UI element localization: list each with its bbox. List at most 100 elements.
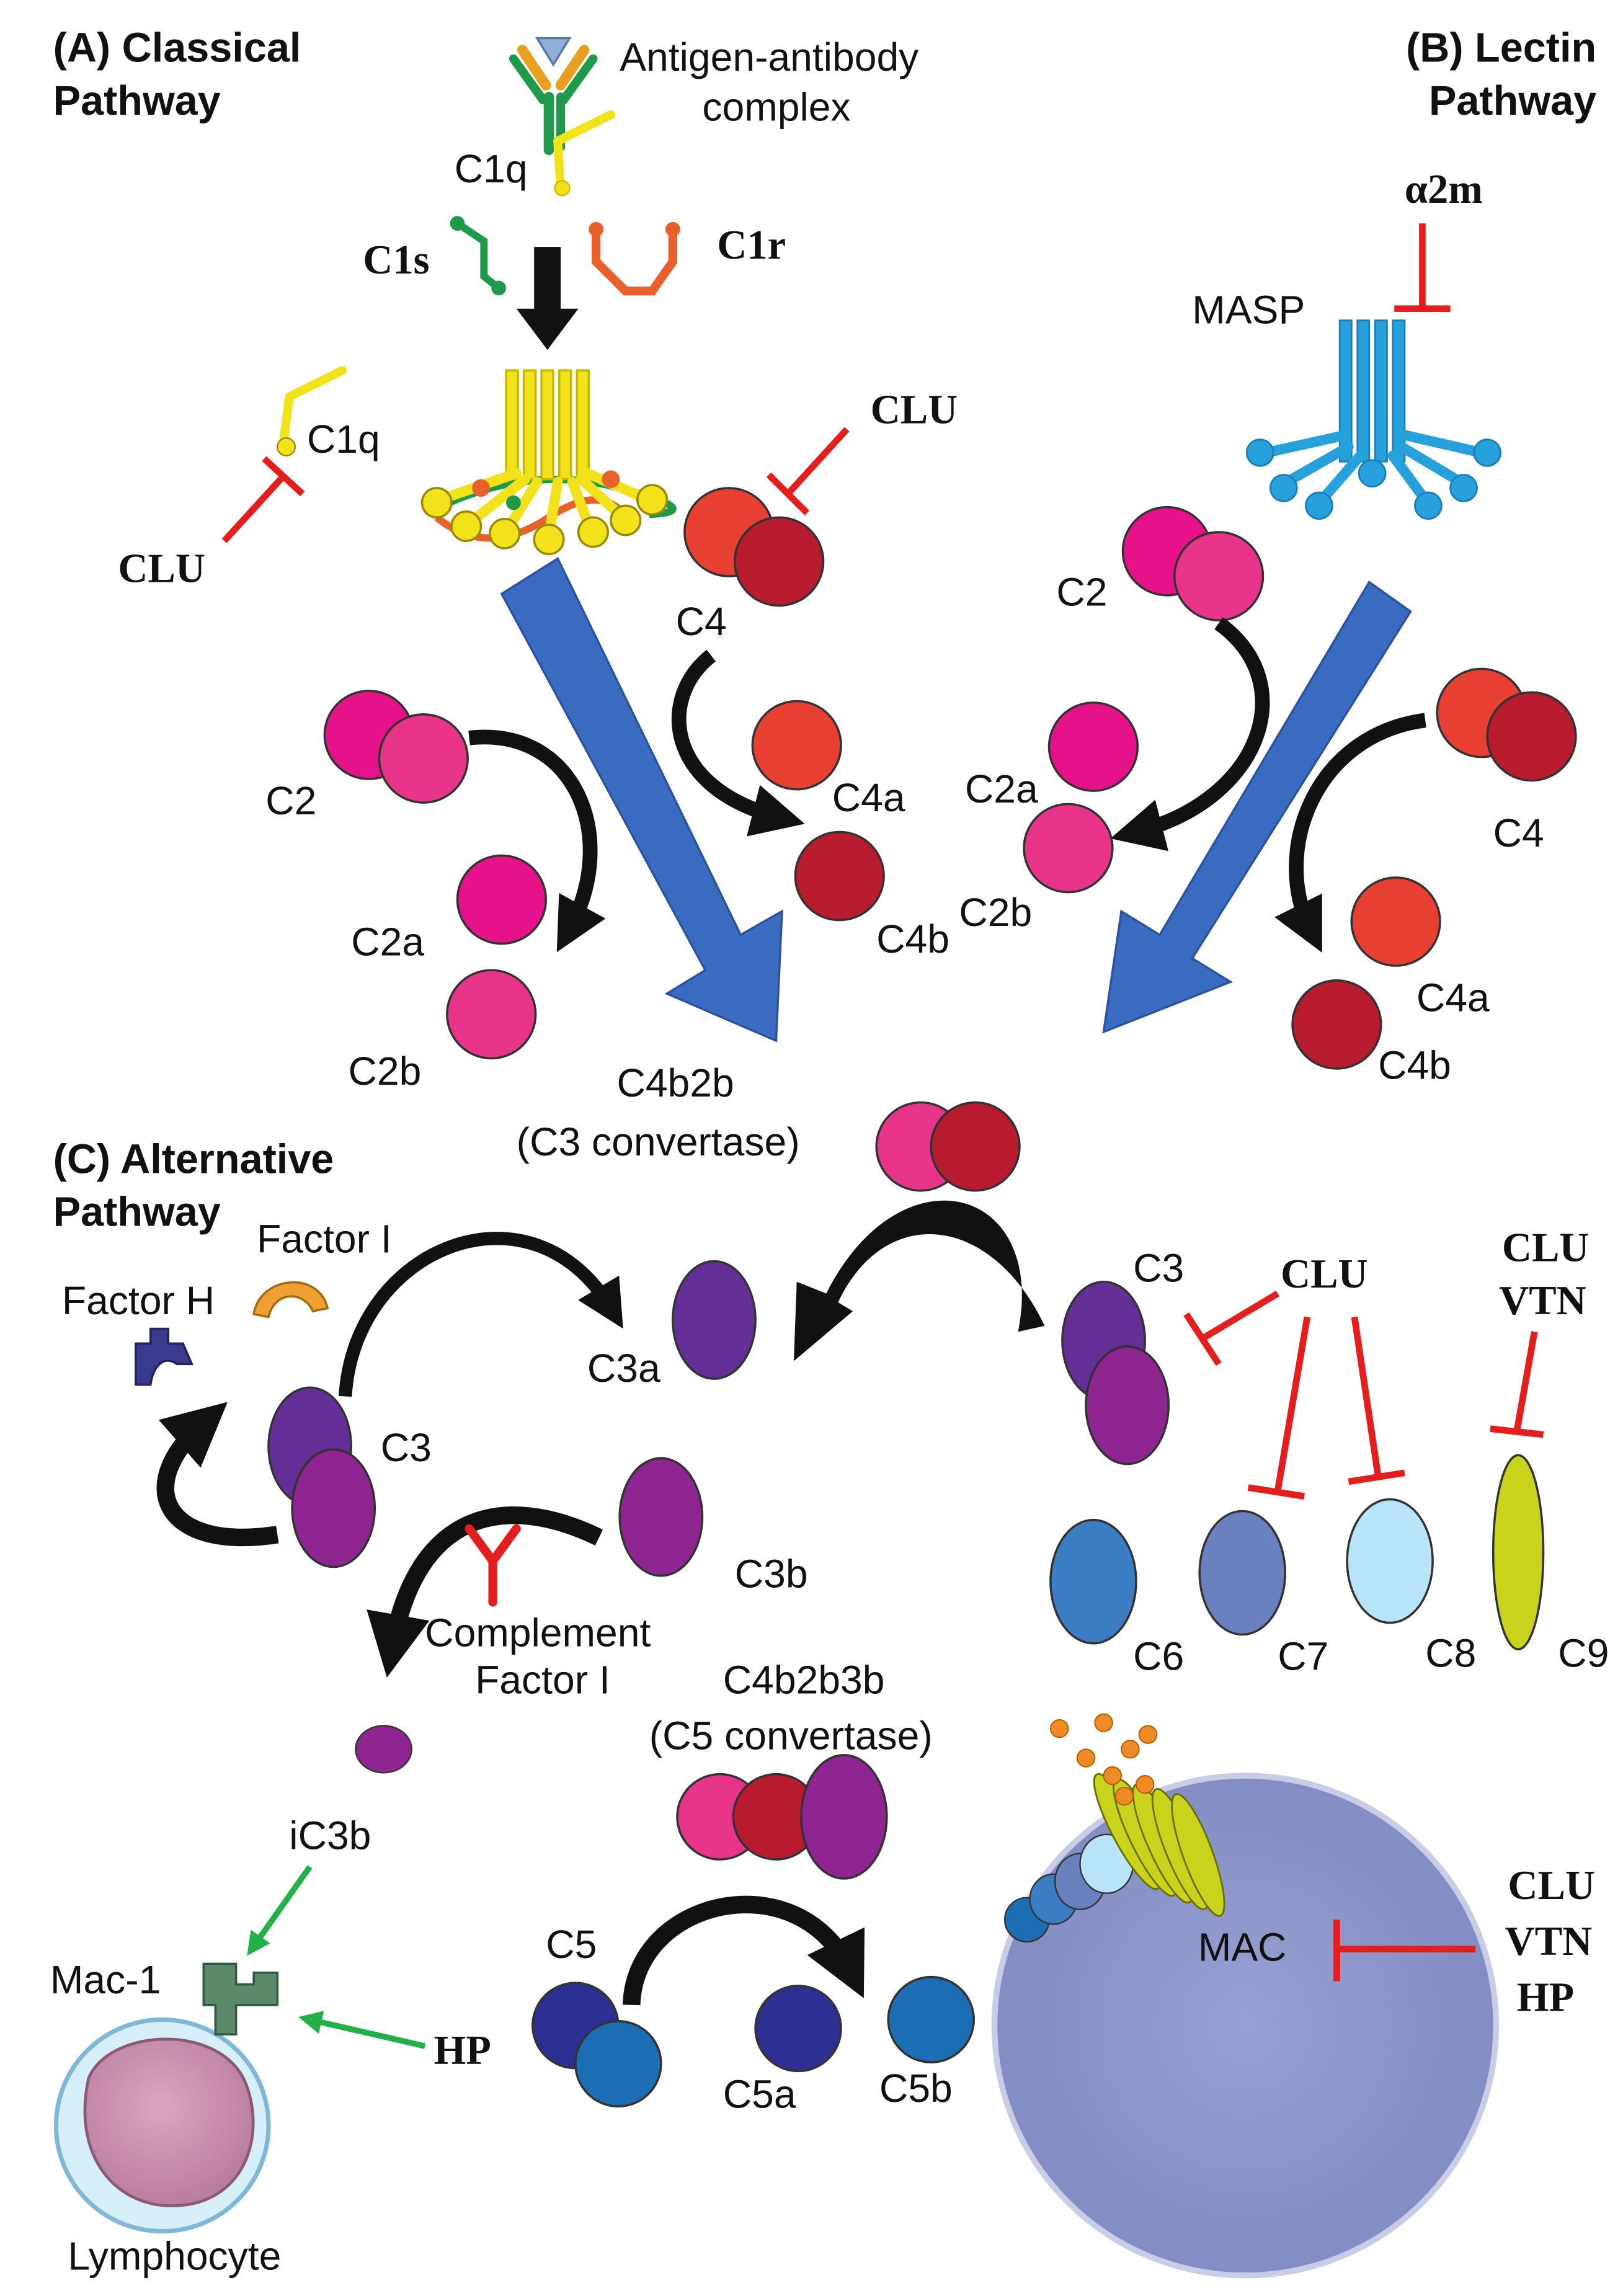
antigen-antibody-label-line2: complex bbox=[702, 84, 850, 129]
header-alternative: (C) Alternative Pathway bbox=[53, 1136, 334, 1235]
header-lectin-line1: (B) Lectin bbox=[1406, 25, 1596, 71]
inhibition-clu-c7 bbox=[1247, 1316, 1311, 1500]
inhibition-clu-c4 bbox=[766, 427, 850, 515]
c2a-label: C2a bbox=[351, 920, 424, 964]
mac-inhibitor-vtn: VTN bbox=[1505, 1919, 1593, 1964]
c1r-label: C1r bbox=[717, 223, 786, 268]
c1r-icon bbox=[589, 221, 680, 296]
mac-released-particles bbox=[1049, 1713, 1158, 1806]
c8-icon bbox=[1346, 1498, 1434, 1624]
c2b-icon bbox=[446, 969, 537, 1060]
inhibition-clu-c1q bbox=[221, 456, 305, 543]
lectin-c2-cleavage-arrow bbox=[1110, 617, 1270, 852]
ic3b-icon bbox=[355, 1725, 412, 1774]
inhibition-mac bbox=[1333, 1920, 1476, 1982]
c4-icon bbox=[683, 487, 825, 607]
hp-to-mac1-arrow bbox=[298, 2011, 426, 2049]
lectin-c2a-label: C2a bbox=[965, 767, 1038, 811]
c5a-icon bbox=[754, 1985, 842, 2073]
header-classical: (A) Classical Pathway bbox=[53, 25, 301, 124]
header-classical-line1: (A) Classical bbox=[53, 25, 301, 71]
classical-flow-arrow bbox=[500, 557, 783, 1043]
c3b-icon bbox=[618, 1457, 704, 1577]
c1q-free-icon bbox=[277, 366, 347, 456]
factor-h-label: Factor H bbox=[62, 1278, 215, 1323]
c7-icon bbox=[1198, 1510, 1286, 1636]
ic3b-label: iC3b bbox=[289, 1813, 371, 1858]
hp-label: HP bbox=[434, 2028, 491, 2073]
mac-inhibitor-hp: HP bbox=[1517, 1975, 1574, 2020]
c1s-label: C1s bbox=[363, 238, 429, 283]
c6-icon bbox=[1049, 1518, 1137, 1645]
c5b-label: C5b bbox=[879, 2066, 953, 2111]
lectin-c4a-icon bbox=[1350, 876, 1441, 967]
lectin-c4-label: C4 bbox=[1493, 811, 1544, 855]
terminal-c3-label: C3 bbox=[1133, 1246, 1184, 1291]
alt-c3-label: C3 bbox=[381, 1425, 432, 1470]
clu-vtn-label-line2: VTN bbox=[1499, 1278, 1586, 1324]
lectin-c2-label: C2 bbox=[1056, 570, 1107, 615]
c5-convertase-label-line1: C4b2b3b bbox=[723, 1657, 885, 1702]
c3a-icon bbox=[672, 1260, 757, 1380]
mac-inhibitor-clu: CLU bbox=[1508, 1863, 1595, 1908]
lectin-c2b-icon bbox=[1023, 803, 1114, 894]
inhibition-clu-vtn-c9 bbox=[1490, 1331, 1544, 1438]
activation-down-arrow bbox=[516, 247, 579, 350]
lectin-c2a-icon bbox=[1047, 701, 1139, 792]
lectin-c2-icon bbox=[1121, 505, 1265, 621]
c8-label: C8 bbox=[1425, 1631, 1476, 1676]
c1-complex-icon bbox=[420, 369, 677, 556]
header-alternative-line1: (C) Alternative bbox=[53, 1136, 334, 1182]
c3-convertase-icon bbox=[875, 1101, 1021, 1192]
mac1-receptor-icon bbox=[202, 1962, 279, 2036]
target-cell-icon bbox=[991, 1773, 1500, 2279]
lectin-c4-cleavage-arrow bbox=[1274, 713, 1426, 953]
ic3b-to-mac1-arrow bbox=[247, 1865, 313, 1956]
c5-icon bbox=[531, 1982, 662, 2108]
c4b-icon bbox=[794, 830, 885, 922]
c5-convertase-icon bbox=[676, 1754, 888, 1880]
complement-factor-i-label-line2: Factor I bbox=[475, 1657, 610, 1702]
inhibition-clu-c3 bbox=[1183, 1291, 1280, 1366]
a2m-label: α2m bbox=[1405, 167, 1483, 212]
c1s-icon bbox=[450, 216, 507, 296]
alt-c3-icon bbox=[267, 1386, 376, 1568]
factor-h-icon bbox=[135, 1327, 193, 1386]
c6-label: C6 bbox=[1133, 1634, 1184, 1678]
clu-vtn-label-line1: CLU bbox=[1502, 1226, 1590, 1271]
lectin-c4-icon bbox=[1436, 667, 1577, 782]
header-alternative-line2: Pathway bbox=[53, 1190, 221, 1235]
header-classical-line2: Pathway bbox=[53, 78, 221, 124]
c3-convertase-label-line1: C4b2b bbox=[616, 1061, 734, 1105]
c3-convertase-cleavage-arrow bbox=[793, 1200, 1045, 1361]
c4-cleavage-arrow bbox=[672, 649, 805, 837]
c5-cleavage-arrow bbox=[622, 1895, 865, 2006]
factor-i-icon bbox=[252, 1281, 329, 1319]
mac1-label: Mac-1 bbox=[50, 1957, 161, 2002]
lectin-c4b-label: C4b bbox=[1378, 1043, 1451, 1088]
c4b-label: C4b bbox=[876, 917, 949, 961]
c4a-label: C4a bbox=[832, 775, 905, 820]
masp-label: MASP bbox=[1192, 288, 1305, 332]
c9-icon bbox=[1492, 1454, 1545, 1650]
lymphocyte-label: Lymphocyte bbox=[68, 2233, 281, 2278]
factor-i-label: Factor I bbox=[257, 1216, 392, 1261]
c5a-label: C5a bbox=[723, 2072, 796, 2117]
c2b-label: C2b bbox=[348, 1049, 421, 1093]
header-lectin-line2: Pathway bbox=[1429, 78, 1596, 124]
c4a-icon bbox=[751, 700, 842, 791]
terminal-c3-icon bbox=[1061, 1280, 1170, 1466]
c1q-side-label: C1q bbox=[307, 417, 380, 461]
c3-convertase-label-line2: (C3 convertase) bbox=[517, 1119, 800, 1164]
lectin-c4b-icon bbox=[1291, 979, 1382, 1070]
lectin-c2b-label: C2b bbox=[959, 890, 1032, 935]
alt-amplification-loop-arrow bbox=[156, 1402, 279, 1546]
header-lectin: (B) Lectin Pathway bbox=[1406, 25, 1596, 124]
mac-label: MAC bbox=[1198, 1925, 1287, 1970]
clu-c1q-label: CLU bbox=[118, 546, 205, 592]
c2-label: C2 bbox=[265, 778, 316, 823]
lectin-flow-arrow bbox=[1102, 580, 1412, 1034]
lymphocyte-icon bbox=[53, 2017, 271, 2234]
complement-factor-i-label-line1: Complement bbox=[425, 1611, 651, 1655]
